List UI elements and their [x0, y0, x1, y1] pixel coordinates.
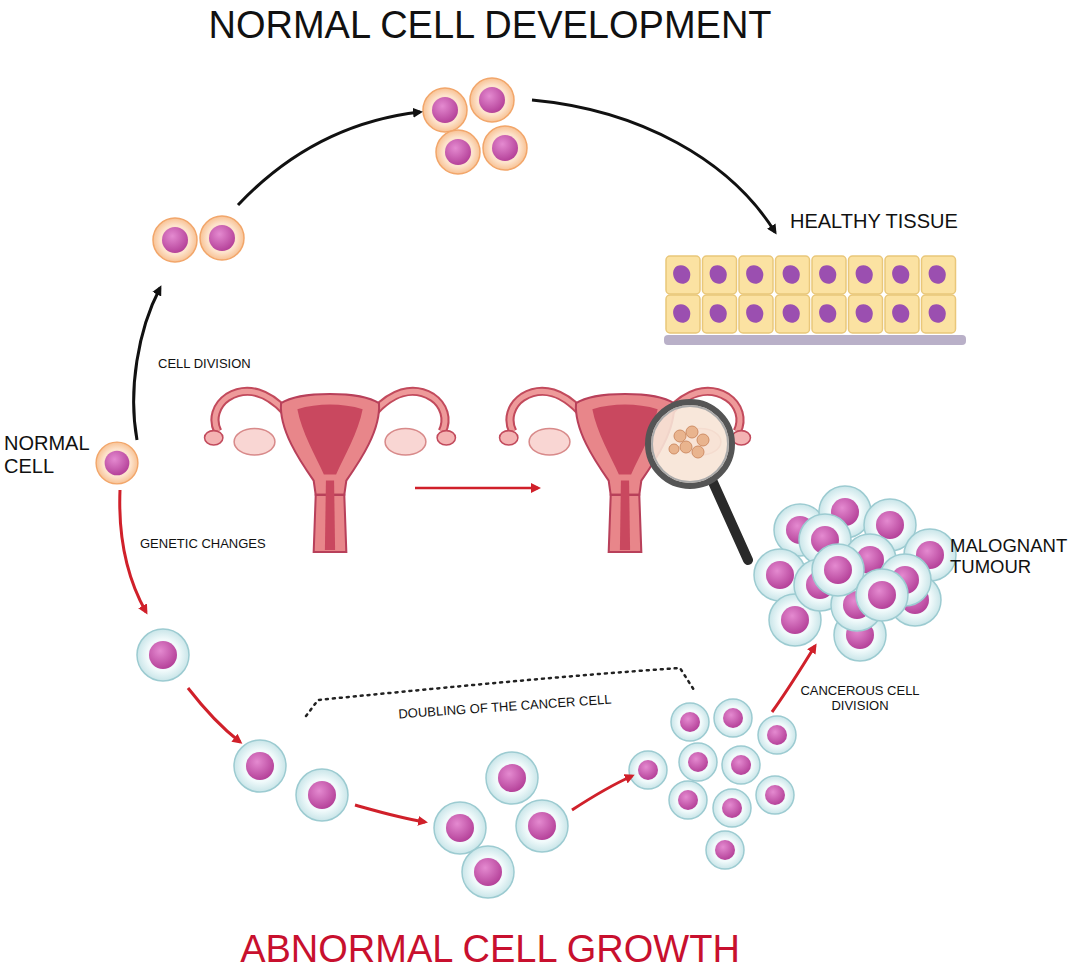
step-label: CELL DIVISION: [158, 357, 288, 372]
step-label: CANCEROUS CELL DIVISION: [800, 684, 920, 714]
label-text: MALOGNANT TUMOUR: [950, 535, 1066, 578]
stage-label: MALOGNANT TUMOUR: [950, 535, 1066, 578]
diagram-title: NORMAL CELL DEVELOPMENT: [110, 4, 870, 48]
diagram-caption: ABNORMAL CELL GROWTH: [200, 928, 780, 972]
label-text: NORMAL CELL: [4, 432, 92, 478]
step-label: GENETIC CHANGES: [140, 537, 290, 552]
stage-label: HEALTHY TISSUE: [790, 210, 970, 233]
step-label: DOUBLING OF THE CANCER CELL: [385, 692, 625, 724]
label-text: HEALTHY TISSUE: [790, 210, 970, 233]
stage-label: NORMAL CELL: [4, 432, 92, 478]
